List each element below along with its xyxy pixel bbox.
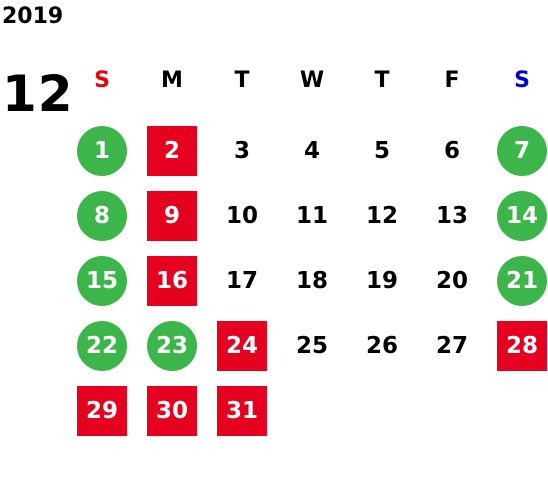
day-cell-10: 10 <box>225 203 258 229</box>
weekday-label-saturday: S <box>514 68 530 93</box>
day-cell-17: 17 <box>225 268 258 294</box>
day-cell-3: 3 <box>233 138 250 164</box>
day-cell-25: 25 <box>295 333 328 359</box>
day-cell-29: 29 <box>77 386 127 436</box>
day-cell-19: 19 <box>365 268 398 294</box>
day-cell-21: 21 <box>497 256 547 306</box>
day-cell-18: 18 <box>295 268 328 294</box>
day-cell-30: 30 <box>147 386 197 436</box>
day-cell-8: 8 <box>77 191 127 241</box>
day-cell-6: 6 <box>443 138 460 164</box>
day-cell-1: 1 <box>77 126 127 176</box>
day-cell-23: 23 <box>147 321 197 371</box>
day-cell-31: 31 <box>217 386 267 436</box>
day-cell-20: 20 <box>435 268 468 294</box>
day-cell-16: 16 <box>147 256 197 306</box>
weekday-label-thursday: T <box>374 68 390 93</box>
day-cell-2: 2 <box>147 126 197 176</box>
day-cell-9: 9 <box>147 191 197 241</box>
day-cell-11: 11 <box>295 203 328 229</box>
day-cell-26: 26 <box>365 333 398 359</box>
calendar-year: 2019 <box>2 4 64 29</box>
day-cell-13: 13 <box>435 203 468 229</box>
day-cell-12: 12 <box>365 203 398 229</box>
day-cell-28: 28 <box>497 321 547 371</box>
day-cell-15: 15 <box>77 256 127 306</box>
day-cell-5: 5 <box>373 138 390 164</box>
day-cell-7: 7 <box>497 126 547 176</box>
day-cell-24: 24 <box>217 321 267 371</box>
calendar-month: 12 <box>2 65 74 123</box>
day-cell-14: 14 <box>497 191 547 241</box>
weekday-label-friday: F <box>444 68 460 93</box>
day-cell-27: 27 <box>435 333 468 359</box>
weekday-label-wednesday: W <box>299 68 325 93</box>
weekday-label-tuesday: T <box>234 68 250 93</box>
day-cell-22: 22 <box>77 321 127 371</box>
weekday-label-monday: M <box>161 68 183 93</box>
day-cell-4: 4 <box>303 138 320 164</box>
weekday-label-sunday: S <box>94 68 110 93</box>
